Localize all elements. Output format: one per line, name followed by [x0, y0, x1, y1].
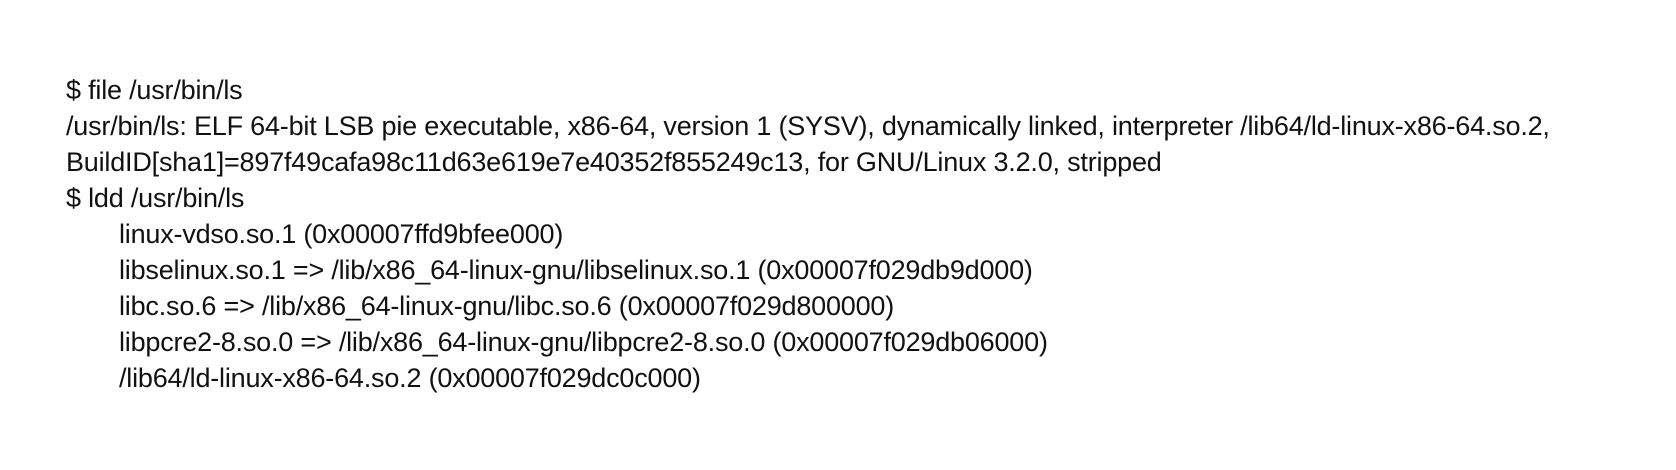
ldd-output-line: libc.so.6 => /lib/x86_64-linux-gnu/libc.…	[119, 291, 895, 321]
command-file: $ file /usr/bin/ls	[66, 75, 243, 105]
terminal-output: $ file /usr/bin/ls /usr/bin/ls: ELF 64-b…	[66, 72, 1626, 396]
ldd-output-line: /lib64/ld-linux-x86-64.so.2 (0x00007f029…	[119, 363, 701, 393]
ldd-output-line: linux-vdso.so.1 (0x00007ffd9bfee000)	[119, 219, 564, 249]
command-ldd: $ ldd /usr/bin/ls	[66, 183, 245, 213]
ldd-output-line: libpcre2-8.so.0 => /lib/x86_64-linux-gnu…	[119, 327, 1048, 357]
file-output: /usr/bin/ls: ELF 64-bit LSB pie executab…	[66, 111, 1550, 177]
ldd-output-line: libselinux.so.1 => /lib/x86_64-linux-gnu…	[119, 255, 1033, 285]
